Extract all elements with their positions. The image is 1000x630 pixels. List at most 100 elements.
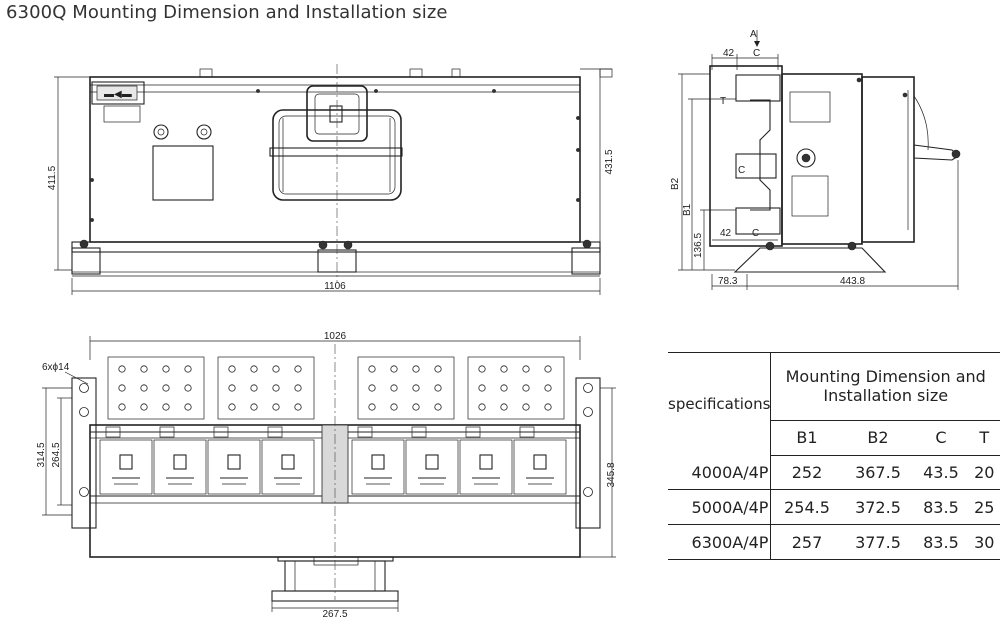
terminal-hole	[140, 403, 148, 411]
terminal-hole	[228, 384, 236, 392]
top-view: 1026 6xϕ14	[36, 331, 617, 620]
column-header: B1	[770, 420, 843, 456]
arrow-icon: ▬◀▬	[104, 89, 132, 100]
terminal-hole	[500, 365, 508, 373]
side-handle	[913, 144, 959, 161]
terminal-hole	[434, 384, 442, 392]
terminal-hole	[478, 384, 486, 392]
side-dim-b2: B2	[670, 177, 681, 190]
cell: 367.5	[842, 455, 914, 491]
side-dim-42-top: 42	[723, 48, 735, 59]
top-left-plate	[71, 377, 97, 529]
terminal-hole	[544, 403, 552, 411]
row-name: 6300A/4P	[668, 524, 772, 560]
terminal-hole	[522, 384, 530, 392]
row-name: 4000A/4P	[668, 455, 772, 491]
column-header: T	[968, 420, 1000, 456]
terminal-hole	[412, 365, 420, 373]
terminal-hole	[368, 365, 376, 373]
terminal-hole	[162, 365, 170, 373]
pole-module	[261, 426, 315, 495]
side-cover	[861, 76, 915, 243]
cell: 83.5	[913, 489, 969, 526]
terminal-hole	[184, 403, 192, 411]
terminal-hole	[250, 384, 258, 392]
column-header: C	[913, 420, 969, 456]
terminal-hole	[140, 365, 148, 373]
terminal-hole	[544, 365, 552, 373]
terminal-hole	[184, 384, 192, 392]
view-a-label: A	[750, 29, 757, 40]
terminal-hole	[434, 403, 442, 411]
terminal-hole	[368, 384, 376, 392]
terminal-hole	[390, 365, 398, 373]
terminal-hole	[162, 403, 170, 411]
gear-icon	[796, 148, 816, 168]
table-row: 4000A/4P 252 367.5 43.5 20	[668, 455, 1000, 491]
front-housing	[89, 76, 581, 243]
cell: 254.5	[770, 489, 843, 526]
terminal-hole	[294, 403, 302, 411]
cell: 377.5	[842, 524, 914, 560]
pole-module	[207, 426, 261, 495]
side-dim-c-top: C	[753, 48, 760, 59]
terminal-holes	[118, 365, 552, 411]
front-width-dim: 1106	[324, 281, 346, 292]
terminal-hole	[162, 384, 170, 392]
top-width-dim: 1026	[324, 331, 347, 342]
side-dim-b1: B1	[682, 203, 693, 216]
side-dim-42-bottom: 42	[720, 228, 732, 239]
pole-module	[99, 426, 153, 495]
terminal-hole	[500, 384, 508, 392]
cell: 20	[968, 455, 1000, 491]
terminal-hole	[272, 403, 280, 411]
top-right-dim: 345.8	[606, 462, 617, 487]
knob-icon	[196, 124, 212, 140]
terminal-hole	[368, 403, 376, 411]
table-row: 5000A/4P 254.5 372.5 83.5 25	[668, 489, 1000, 526]
terminal-hole	[522, 403, 530, 411]
front-right-height-dim: 431.5	[604, 149, 615, 174]
knob-icon	[153, 124, 169, 140]
specifications-header: specifications	[668, 352, 772, 456]
cell: 30	[968, 524, 1000, 560]
front-view: ▬◀▬ 411.5	[47, 64, 615, 295]
column-header: B2	[842, 420, 914, 456]
terminal-hole	[390, 403, 398, 411]
pole-modules	[99, 426, 567, 495]
cell: 43.5	[913, 455, 969, 491]
terminal-block-2	[217, 356, 315, 420]
terminal-hole	[412, 403, 420, 411]
terminal-hole	[294, 365, 302, 373]
dimension-table: specifications Mounting Dimension and In…	[668, 352, 1000, 560]
side-foot	[733, 247, 887, 273]
cell: 257	[770, 524, 843, 560]
terminal-hole	[272, 365, 280, 373]
group-header: Mounting Dimension and Installation size	[770, 352, 1000, 421]
terminal-block-3	[357, 356, 455, 420]
terminal-hole	[272, 384, 280, 392]
terminal-hole	[434, 365, 442, 373]
table-row: 6300A/4P 257 377.5 83.5 30	[668, 524, 1000, 560]
terminal-blocks	[107, 356, 565, 420]
terminal-hole	[228, 403, 236, 411]
side-view: A 42 C T C B2	[670, 29, 961, 290]
indicator-window	[91, 81, 145, 105]
pole-module	[153, 426, 207, 495]
cell: 83.5	[913, 524, 969, 560]
side-terminal-block	[709, 65, 783, 247]
page-title: 6300Q Mounting Dimension and Installatio…	[6, 2, 448, 23]
terminal-block-4	[467, 356, 565, 420]
cell: 372.5	[842, 489, 914, 526]
terminal-hole	[228, 365, 236, 373]
side-body	[781, 73, 863, 245]
side-dim-78: 78.3	[718, 276, 738, 287]
side-dim-136: 136.5	[693, 233, 704, 258]
terminal-hole	[250, 365, 258, 373]
pole-module	[513, 426, 567, 495]
side-dim-c-mid: C	[738, 165, 745, 176]
spec-table: specifications Mounting Dimension and In…	[668, 352, 1000, 560]
terminal-hole	[500, 403, 508, 411]
terminal-hole	[118, 403, 126, 411]
